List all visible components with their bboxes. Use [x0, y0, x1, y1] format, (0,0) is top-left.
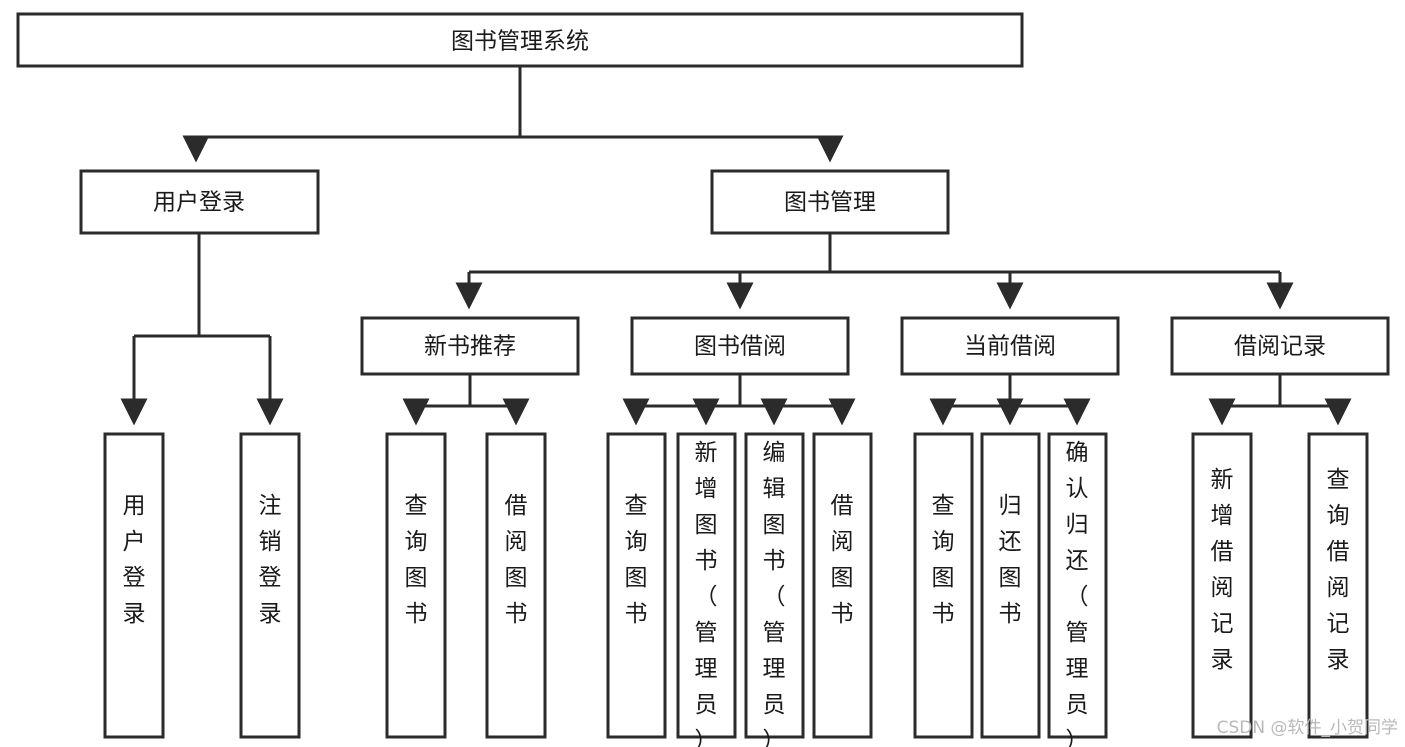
node-book-borrow-rect	[630, 316, 850, 376]
leaf-book-borrow-4[interactable]: 借阅图书	[812, 432, 873, 739]
leaf-current-borrow-3-rect	[1047, 432, 1108, 739]
leaf-book-borrow-4-rect	[812, 432, 873, 739]
leaf-book-borrow-1-rect	[606, 432, 667, 739]
node-new-book-recommend-rect	[360, 316, 580, 376]
node-new-book-recommend-label: 新书推荐	[424, 334, 516, 360]
node-current-borrow[interactable]: 当前借阅	[900, 316, 1120, 376]
leaf-current-borrow-1-rect	[913, 432, 974, 739]
leaf-current-borrow-3-label: 确认归还（管理员）	[1066, 440, 1089, 747]
leaf-new-book-recommend-2[interactable]: 借阅图书	[485, 432, 547, 739]
node-new-book-recommend[interactable]: 新书推荐	[360, 316, 580, 376]
leaf-book-borrow-4-label: 借阅图书	[831, 493, 854, 627]
leaf-borrow-record-2-rect	[1307, 432, 1369, 739]
node-user-login[interactable]: 用户登录	[79, 169, 320, 235]
leaf-new-book-recommend-1-rect	[385, 432, 447, 739]
node-current-borrow-label: 当前借阅	[964, 334, 1056, 360]
leaf-book-borrow-2-label: 新增图书（管理员）	[695, 440, 718, 747]
leaf-borrow-record-1-label: 新增借阅记录	[1211, 467, 1234, 673]
leaf-borrow-record-2-label: 查询借阅记录	[1327, 467, 1350, 673]
node-book-borrow[interactable]: 图书借阅	[630, 316, 850, 376]
watermark-text: CSDN @软件_小贺同学	[1217, 718, 1398, 738]
leaf-book-borrow-1-label: 查询图书	[625, 493, 648, 627]
node-book-management-label: 图书管理	[784, 190, 876, 216]
node-borrow-record[interactable]: 借阅记录	[1170, 316, 1390, 376]
leaf-borrow-record-1-rect	[1191, 432, 1253, 739]
leaf-borrow-record-1[interactable]: 新增借阅记录	[1191, 432, 1253, 739]
leaf-user-login-1-label: 用户登录	[123, 493, 146, 627]
node-book-borrow-label: 图书借阅	[694, 334, 786, 360]
leaf-user-login-2[interactable]: 注销登录	[239, 432, 301, 739]
node-user-login-label: 用户登录	[153, 190, 245, 216]
leaf-book-borrow-2[interactable]: 新增图书（管理员）	[676, 432, 737, 747]
node-book-management-rect	[710, 169, 950, 235]
leaf-book-borrow-3-rect	[744, 432, 805, 739]
node-root-rect	[16, 12, 1024, 68]
leaf-current-borrow-2-rect	[980, 432, 1041, 739]
leaf-book-borrow-2-rect	[676, 432, 737, 739]
leaf-book-borrow-3[interactable]: 编辑图书（管理员）	[744, 432, 805, 747]
leaf-user-login-2-label: 注销登录	[259, 493, 282, 627]
leaf-current-borrow-2[interactable]: 归还图书	[980, 432, 1041, 739]
node-root-label: 图书管理系统	[451, 29, 589, 55]
leaf-current-borrow-1[interactable]: 查询图书	[913, 432, 974, 739]
node-root-book-management-system[interactable]: 图书管理系统	[16, 12, 1024, 68]
leaf-new-book-recommend-1[interactable]: 查询图书	[385, 432, 447, 739]
leaf-new-book-recommend-1-label: 查询图书	[405, 493, 428, 627]
leaf-current-borrow-2-label: 归还图书	[999, 493, 1022, 627]
leaf-current-borrow-3[interactable]: 确认归还（管理员）	[1047, 432, 1108, 747]
leaf-borrow-record-2[interactable]: 查询借阅记录	[1307, 432, 1369, 739]
leaf-user-login-2-rect	[239, 432, 301, 739]
leaf-book-borrow-1[interactable]: 查询图书	[606, 432, 667, 739]
leaf-user-login-1[interactable]: 用户登录	[103, 432, 165, 739]
node-borrow-record-label: 借阅记录	[1234, 334, 1326, 360]
leaf-new-book-recommend-2-rect	[485, 432, 547, 739]
node-current-borrow-rect	[900, 316, 1120, 376]
leaf-user-login-1-rect	[103, 432, 165, 739]
leaf-new-book-recommend-2-label: 借阅图书	[505, 493, 528, 627]
node-borrow-record-rect	[1170, 316, 1390, 376]
leaf-current-borrow-1-label: 查询图书	[932, 493, 955, 627]
leaf-book-borrow-3-label: 编辑图书（管理员）	[763, 440, 786, 747]
node-book-management[interactable]: 图书管理	[710, 169, 950, 235]
